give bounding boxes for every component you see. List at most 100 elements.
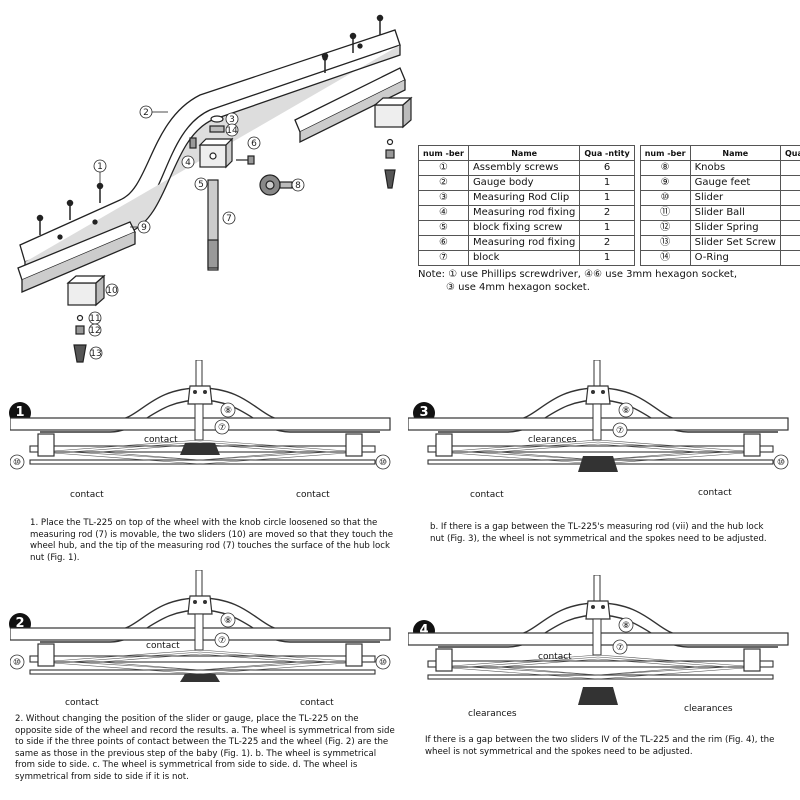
- label-rod: ⑦: [616, 643, 624, 653]
- gauge-foot-right: [294, 67, 406, 144]
- label-rod: ⑦: [616, 426, 624, 436]
- hub-cassette: [578, 456, 618, 472]
- callout-12: 12: [88, 323, 102, 337]
- svg-text:14: 14: [226, 126, 238, 136]
- part-name: Measuring Rod Clip: [467, 190, 581, 206]
- part-number: ⑪: [639, 205, 691, 221]
- part-qty: 2: [579, 235, 635, 251]
- part-number: ⑭: [639, 250, 691, 266]
- part-qty: 2: [579, 205, 635, 221]
- label-rod: ⑦: [218, 423, 226, 433]
- col-quantity: Qua -ntity: [579, 145, 635, 161]
- svg-text:5: 5: [198, 180, 204, 190]
- figure-step-3: ⑧ ⑦ clearances contact contact ⑩ ⑩: [408, 360, 789, 500]
- part-number: ⑬: [639, 235, 691, 251]
- label-right: contact: [698, 488, 732, 498]
- part-number: ⑦: [418, 250, 469, 266]
- part-name: Slider Set Screw: [689, 235, 782, 251]
- part-qty: 1: [579, 220, 635, 236]
- callout-rod: [214, 419, 230, 435]
- callout-9: 9: [130, 220, 151, 234]
- part-name: Assembly screws: [467, 160, 581, 176]
- callout-1: 1: [93, 159, 107, 184]
- label-slider-right: ⑩: [777, 458, 785, 468]
- part-name: block fixing screw: [467, 220, 581, 236]
- part-qty: 1: [579, 250, 635, 266]
- part-name: O-Ring: [689, 250, 782, 266]
- callout-slider-left: [10, 454, 25, 470]
- part-name: Gauge body: [467, 175, 581, 191]
- part-name: Slider Ball: [689, 205, 782, 221]
- callout-markers: 1 2 3 14 4 5 6 7 8 9 10 11 12 13: [88, 105, 305, 360]
- svg-text:9: 9: [141, 223, 147, 233]
- assembly-screws: [36, 14, 384, 235]
- part-qty: 6: [579, 160, 635, 176]
- svg-text:7: 7: [226, 214, 232, 224]
- part-number: ⑧: [639, 160, 691, 176]
- label-rod: ⑦: [218, 636, 226, 646]
- part-name: Knobs: [689, 160, 782, 176]
- measuring-block: [198, 137, 234, 169]
- figure-step-1: ⑧ ⑦ contact contact contact ⑩ ⑩: [10, 360, 391, 500]
- gauge-foot-left: [17, 221, 136, 293]
- part-qty: 1: [779, 160, 800, 176]
- col-quantity: Qua -ntity: [779, 145, 800, 161]
- label-slider-left: ⑩: [13, 458, 21, 468]
- tools-note-line-2: ③ use 4mm hexagon socket.: [446, 282, 590, 293]
- svg-text:2: 2: [143, 108, 149, 118]
- svg-text:11: 11: [89, 314, 100, 324]
- exploded-view-diagram: 1 2 3 14 4 5 6 7 8 9 10 11 12 13: [17, 14, 413, 363]
- slider-left: [66, 274, 106, 363]
- callout-14: 14: [225, 123, 239, 137]
- part-name: Gauge feet: [689, 175, 782, 191]
- table-row: ⑧Knobs1: [639, 160, 800, 176]
- svg-text:13: 13: [90, 349, 101, 359]
- label-knob: ⑧: [224, 616, 232, 626]
- part-qty: 2: [779, 205, 800, 221]
- label-slider-right: ⑩: [379, 658, 387, 668]
- callout-10: 10: [105, 283, 119, 297]
- part-name: Slider: [689, 190, 782, 206]
- label-left: contact: [65, 698, 99, 708]
- callout-2: 2: [139, 105, 168, 119]
- hub-cassette: [180, 674, 220, 682]
- svg-text:10: 10: [106, 286, 118, 296]
- label-left: contact: [470, 490, 504, 500]
- callout-13: 13: [89, 346, 103, 360]
- parts-table-right: num -ber Name Qua -ntity ⑧Knobs1 ⑨Gauge …: [639, 145, 800, 266]
- col-name: Name: [689, 145, 782, 161]
- part-name: Measuring rod fixing: [467, 235, 581, 251]
- part-qty: 2: [779, 190, 800, 206]
- part-number: ⑫: [639, 220, 691, 236]
- callout-3: 3: [225, 112, 239, 126]
- part-qty: 2: [779, 235, 800, 251]
- label-knob: ⑧: [622, 621, 630, 631]
- callout-8: 8: [291, 178, 305, 192]
- part-number: ①: [418, 160, 469, 176]
- part-qty: 1: [779, 250, 800, 266]
- hub-cassette: [578, 687, 618, 705]
- label-right: clearances: [684, 704, 733, 714]
- label-left: clearances: [468, 709, 517, 719]
- hub-cassette: [180, 443, 220, 455]
- label-slider-left: ⑩: [13, 658, 21, 668]
- part-qty: 1: [579, 175, 635, 191]
- part-number: ③: [418, 190, 469, 206]
- part-name: Slider Spring: [689, 220, 782, 236]
- callout-11: 11: [88, 311, 102, 325]
- table-row: ⑩Slider2: [639, 190, 800, 206]
- small-parts: [189, 115, 255, 165]
- caption-step-1: 1. Place the TL-225 on top of the wheel …: [30, 518, 394, 563]
- svg-text:3: 3: [229, 115, 235, 125]
